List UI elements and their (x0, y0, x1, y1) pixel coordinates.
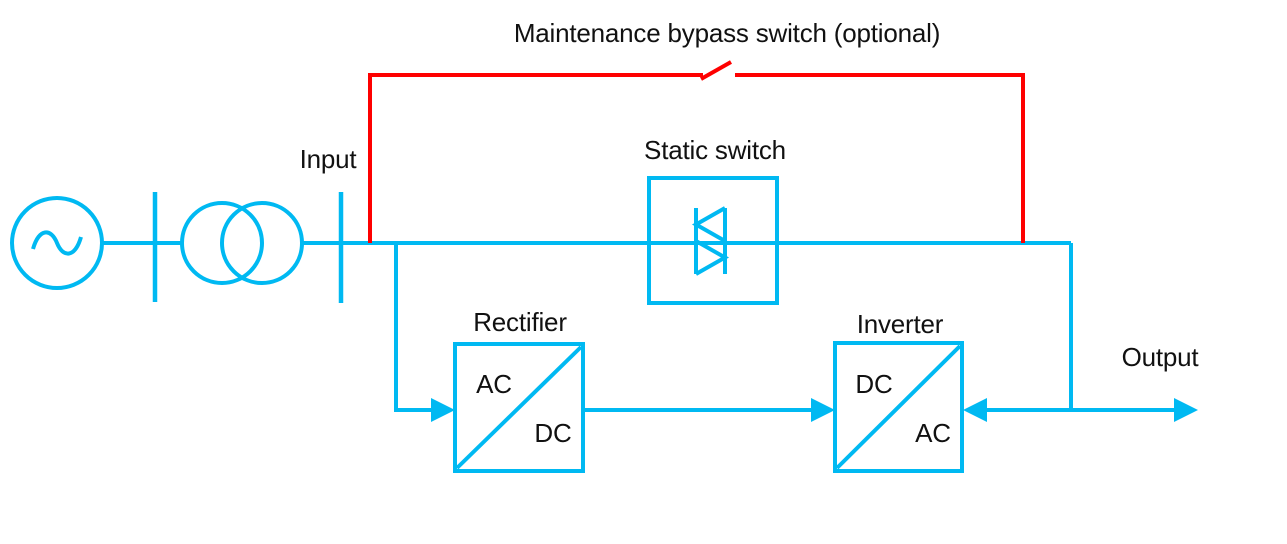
inverter-block: DC AC (833, 341, 964, 473)
sine-wave-icon (31, 230, 83, 256)
bypass-left-segment (368, 73, 703, 243)
static-switch-block (647, 176, 779, 305)
maintenance-bypass-path (368, 60, 1025, 243)
rectifier-label: Rectifier (473, 307, 567, 337)
triac-icon (691, 206, 730, 276)
bypass-switch-blade-icon (700, 60, 732, 81)
output-to-inverter-arrowhead-icon (963, 398, 987, 422)
diagram-title: Maintenance bypass switch (optional) (514, 18, 940, 48)
ac-source-icon (10, 196, 104, 290)
static-switch-label: Static switch (644, 135, 786, 165)
transformer-icon (180, 201, 304, 285)
output-label: Output (1122, 342, 1200, 372)
bypass-right-segment (735, 73, 1025, 243)
rectifier-box (453, 342, 585, 473)
output-arrowhead-icon (1174, 398, 1198, 422)
bus-to-rectifier-line (394, 241, 433, 412)
inverter-input-arrowhead-icon (811, 398, 835, 422)
inverter-ac-label: AC (915, 418, 951, 448)
inverter-diagonal (835, 344, 962, 470)
rectifier-input-arrowhead-icon (431, 398, 455, 422)
output-path (963, 243, 1198, 422)
static-switch-box (647, 176, 779, 305)
triac-upper-triangle (691, 206, 726, 243)
inverter-label: Inverter (857, 309, 944, 339)
input-label: Input (300, 144, 358, 174)
inverter-box (833, 341, 964, 473)
rectifier-dc-label: DC (534, 418, 571, 448)
triac-lower-triangle (695, 239, 730, 276)
inverter-dc-label: DC (855, 369, 892, 399)
rectifier-ac-label: AC (476, 369, 512, 399)
rectifier-diagonal (455, 345, 583, 470)
rectifier-block: AC DC (453, 342, 585, 473)
transformer-primary-circle (180, 201, 264, 285)
